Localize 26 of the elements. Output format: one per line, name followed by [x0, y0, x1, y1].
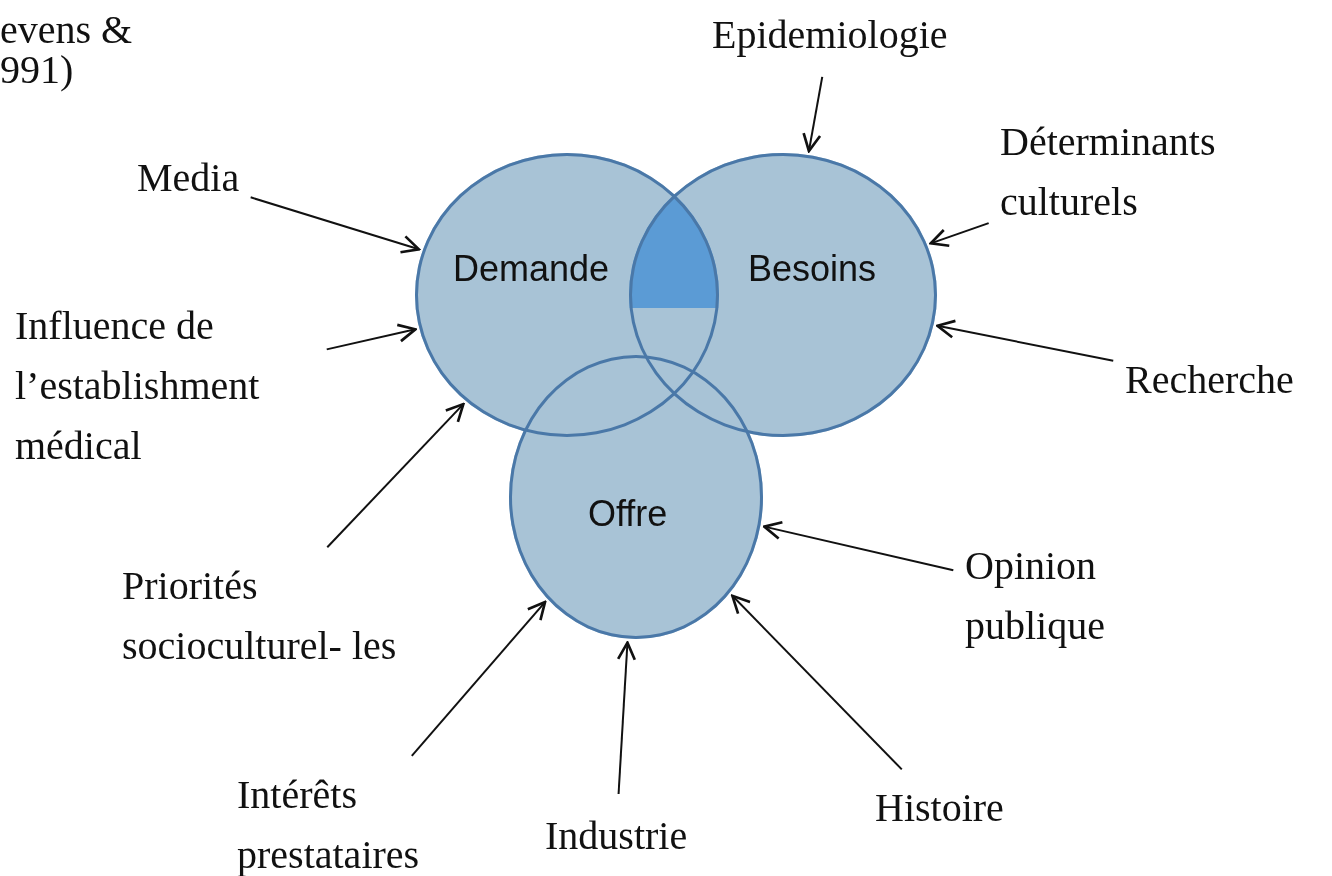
arrow — [616, 641, 637, 795]
arrow — [802, 75, 824, 153]
factor-label: Industrie — [545, 806, 688, 866]
factor-label: Priorités socioculturel- les — [122, 556, 402, 676]
factor-label: Histoire — [875, 778, 1004, 838]
arrow — [249, 196, 421, 254]
arrow — [929, 222, 990, 248]
arrow — [326, 402, 465, 549]
arrow — [731, 594, 903, 771]
venn-circle — [629, 153, 937, 437]
venn-circle — [509, 355, 763, 639]
factor-label: Opinion publique — [965, 536, 1165, 656]
arrow — [936, 319, 1115, 362]
circle-label: Demande — [453, 248, 610, 290]
circle-label: Offre — [588, 493, 668, 535]
factor-label: Intérêts prestataires — [237, 765, 467, 876]
circle-label: Besoins — [748, 248, 877, 290]
factor-label: Recherche — [1125, 350, 1294, 410]
venn-circle — [415, 153, 719, 437]
arrow — [762, 520, 955, 572]
arrow — [410, 600, 547, 757]
factor-label: Déterminants culturels — [1000, 112, 1270, 232]
factor-label: Influence de l’establishment médical — [15, 296, 315, 476]
arrow — [325, 323, 417, 351]
factor-label: Epidemiologie — [712, 5, 948, 65]
factor-label: Media — [137, 148, 240, 208]
